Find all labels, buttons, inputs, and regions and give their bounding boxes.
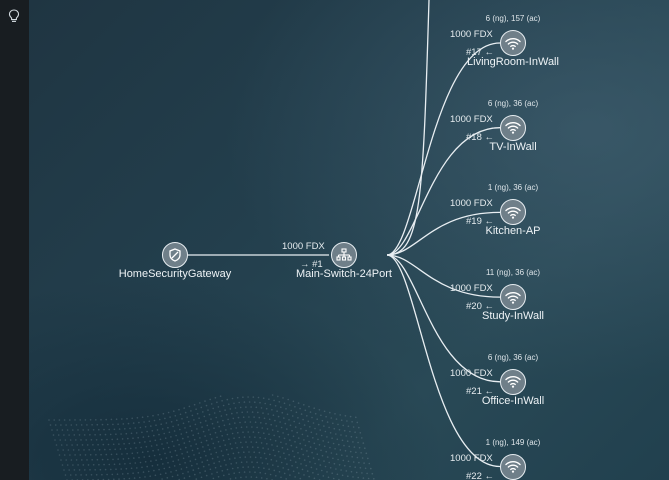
network-switch-icon xyxy=(336,248,352,261)
switch-link-speed: 1000 FDX xyxy=(282,241,325,252)
background-dot-pattern xyxy=(48,394,375,480)
wifi-icon xyxy=(505,291,521,304)
topology-canvas[interactable]: HomeSecurityGateway 1000 FDX → #1 Main-S… xyxy=(29,0,669,480)
ap-link xyxy=(386,211,501,256)
ap-port: #19 ← xyxy=(466,216,494,228)
uplink-top-link xyxy=(386,0,430,256)
topology-links xyxy=(188,0,501,468)
ap-client-stats: 1 (ng), 149 (ac) xyxy=(485,437,541,447)
ap-link-speed: 1000 FDX xyxy=(450,198,493,210)
access-point-node[interactable] xyxy=(500,453,526,480)
ap-client-stats: 6 (ng), 157 (ac) xyxy=(485,14,541,23)
shield-icon xyxy=(169,248,181,262)
ap-name[interactable]: Office-InWall xyxy=(481,394,545,407)
wifi-icon xyxy=(505,122,521,134)
wifi-icon xyxy=(505,37,521,50)
ap-link-speed: 1000 FDX xyxy=(450,29,493,40)
access-point-node[interactable] xyxy=(500,30,526,56)
ap-link-speed: 1000 FDX xyxy=(450,367,493,379)
ap-link-speed: 1000 FDX xyxy=(450,283,493,295)
ap-name[interactable]: LivingRoom-InWall xyxy=(467,56,559,68)
ap-port: #22 ← xyxy=(466,470,494,480)
wifi-icon xyxy=(505,206,521,219)
wifi-icon xyxy=(505,376,521,388)
ap-client-stats: 6 (ng), 36 (ac) xyxy=(487,98,539,108)
gateway-node[interactable] xyxy=(162,242,188,268)
ap-name[interactable]: Study-InWall xyxy=(482,310,544,323)
ap-link xyxy=(386,42,501,256)
access-point-node[interactable] xyxy=(500,114,526,141)
wifi-icon xyxy=(505,461,521,473)
ap-client-stats: 6 (ng), 36 (ac) xyxy=(487,352,539,362)
ap-link xyxy=(386,254,501,298)
ap-port: #21 ← xyxy=(466,385,494,397)
switch-name[interactable]: Main-Switch-24Port xyxy=(296,268,392,280)
ap-client-stats: 1 (ng), 36 (ac) xyxy=(487,183,539,193)
ap-link-speed: 1000 FDX xyxy=(450,113,493,125)
access-point-node[interactable] xyxy=(500,284,526,311)
ap-name[interactable]: Kitchen-AP xyxy=(485,225,541,238)
ap-link xyxy=(386,254,501,383)
ap-name[interactable]: TV-InWall xyxy=(489,140,537,153)
ap-port: #20 ← xyxy=(466,301,494,313)
access-point-node[interactable] xyxy=(500,368,526,395)
ap-link xyxy=(386,127,501,256)
gateway-name[interactable]: HomeSecurityGateway xyxy=(118,268,232,280)
switch-port: → #1 xyxy=(300,259,323,270)
switch-node[interactable] xyxy=(331,242,357,268)
ap-port: #18 ← xyxy=(466,131,494,143)
lightbulb-icon[interactable] xyxy=(8,9,20,23)
sidebar xyxy=(0,0,29,480)
ap-link xyxy=(386,254,501,468)
ap-client-stats: 11 (ng), 36 (ac) xyxy=(485,268,541,278)
ap-port: #17 ← xyxy=(466,47,494,58)
access-point-node[interactable] xyxy=(500,199,526,226)
ap-link-speed: 1000 FDX xyxy=(450,452,493,464)
